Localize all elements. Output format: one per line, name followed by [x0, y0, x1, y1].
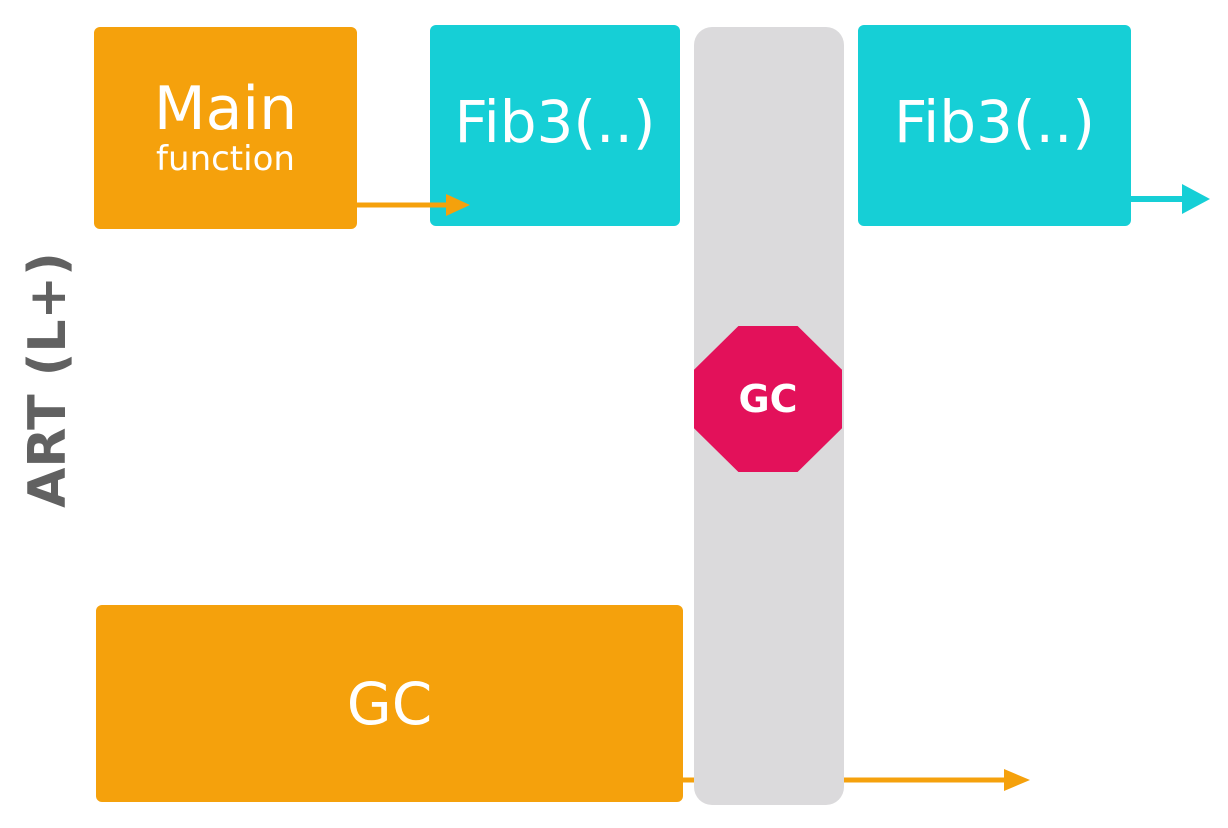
fib3-label-after: Fib3(..) — [893, 88, 1096, 156]
main-function-title: Main — [153, 74, 298, 144]
gc-stop-sign-icon: GC — [694, 326, 842, 472]
gc-thread-label: GC — [346, 669, 433, 738]
arrow-fib3-continue — [1131, 184, 1210, 214]
main-function-subtitle: function — [156, 139, 295, 179]
arrow-main-to-fib3 — [357, 194, 470, 216]
gc-stop-label: GC — [738, 377, 798, 421]
fib3-box-before-pause: Fib3(..) — [430, 25, 680, 226]
arrow-gc-continue — [683, 769, 1030, 791]
fib3-label-before: Fib3(..) — [454, 88, 656, 156]
gc-thread-box: GC — [96, 605, 683, 802]
fib3-box-after-pause: Fib3(..) — [858, 25, 1131, 226]
main-function-box: Main function — [94, 27, 357, 229]
